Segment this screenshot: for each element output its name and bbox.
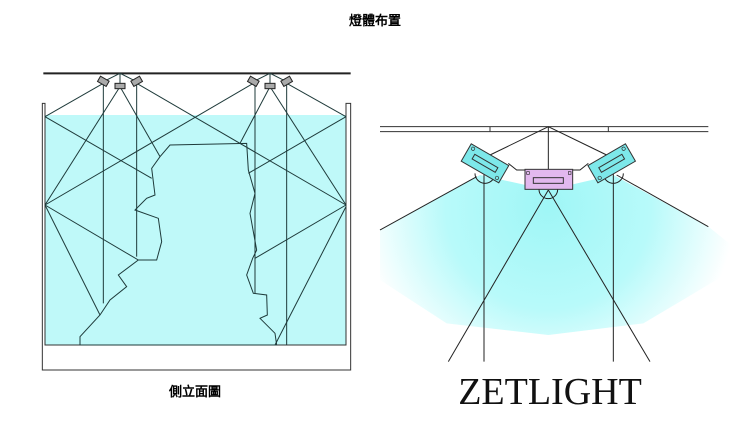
side-view-caption: 側立面圖 [168,385,221,400]
side-fixture-right [587,143,637,184]
water [44,114,346,345]
diagram-title: 燈體布置 [348,14,401,29]
lamp-cluster-left [96,75,144,90]
lamp-cluster-right [246,75,294,90]
fixture-detail-diagram [379,126,750,362]
side-fixture-left [460,143,510,184]
light-spread [380,174,750,335]
tank-outline [41,102,352,371]
brand-logo-text: ZETLIGHT [458,371,642,413]
center-fixture [524,168,574,190]
rock-formation [79,142,278,346]
light-beam-lines [44,72,347,346]
